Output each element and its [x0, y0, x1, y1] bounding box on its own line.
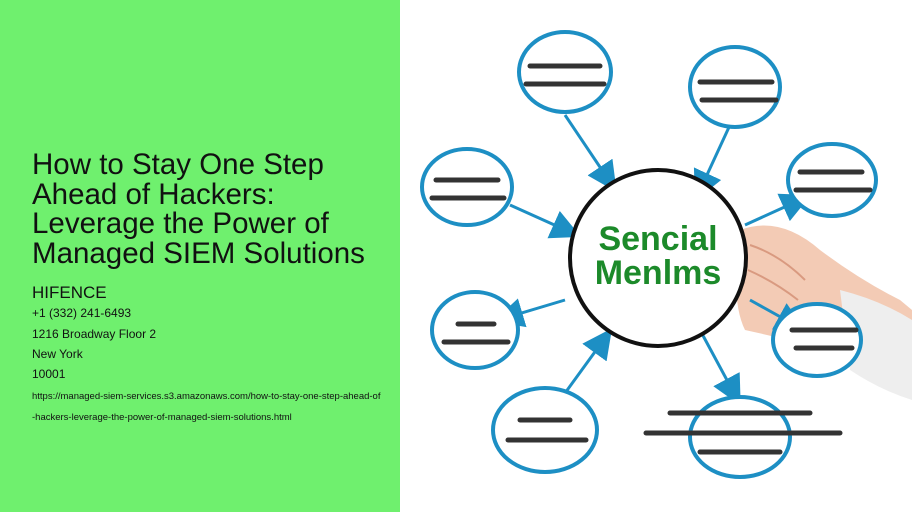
phone-number: +1 (332) 241-6493: [32, 306, 132, 320]
satellite-bubbles: [420, 30, 878, 479]
illegible-bubble-text: [429, 63, 873, 455]
left-info-panel: How to Stay One Step Ahead of Hackers: L…: [0, 0, 400, 512]
connector-top-right: [693, 124, 732, 201]
company-name: HIFENCE: [32, 283, 107, 302]
bubble-right-upper: [786, 142, 878, 218]
bubble-top-left: [517, 30, 613, 114]
page-url-link[interactable]: https://managed-siem-services.s3.amazona…: [32, 391, 381, 423]
connector-top-left: [563, 114, 617, 192]
street-address: 1216 Broadway Floor 2: [32, 327, 157, 341]
mind-map-illustration: Sencial Menlms: [400, 0, 912, 512]
center-bubble: Sencial Menlms: [568, 168, 748, 348]
connector-bottom-left: [558, 328, 613, 401]
city: New York: [32, 347, 83, 361]
page-title: How to Stay One Step Ahead of Hackers: L…: [32, 148, 365, 270]
bubble-bottom-right: [688, 395, 792, 479]
bubble-left-upper: [420, 147, 514, 227]
bubble-left-lower: [430, 290, 520, 370]
connector-left-upper: [509, 203, 581, 239]
connectors: [493, 114, 811, 406]
bubble-top-right: [688, 45, 782, 129]
bubble-bottom-left: [491, 386, 599, 474]
bubble-right-lower: [771, 302, 863, 378]
center-label-line1: Sencial: [598, 220, 717, 258]
connector-right-upper: [744, 193, 811, 227]
mind-map-diagram: Sencial Menlms: [420, 30, 912, 479]
connector-bottom-right: [698, 329, 741, 406]
center-label-line2: Menlms: [595, 254, 722, 292]
zip-code: 10001: [32, 367, 66, 381]
